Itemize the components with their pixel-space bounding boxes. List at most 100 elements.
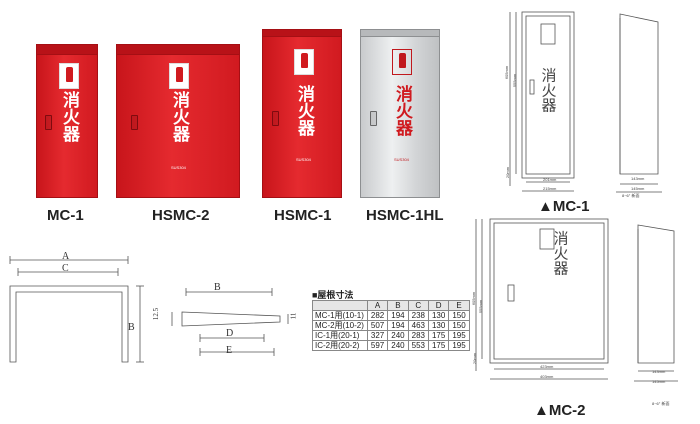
cabinet-kanji: 消火器 bbox=[393, 85, 412, 136]
mc1-side-drawing bbox=[616, 13, 662, 193]
extinguisher-icon bbox=[176, 67, 183, 82]
dim-label: 605mm bbox=[471, 291, 477, 306]
table-header: B bbox=[387, 300, 409, 311]
cabinet-kanji: 消火器 bbox=[170, 91, 189, 142]
cabinet-kanji: 消火器 bbox=[60, 91, 79, 142]
table-cell: 150 bbox=[448, 320, 470, 331]
table-row: IC-1用(20-1) 327 240 283 175 195 bbox=[312, 330, 470, 341]
material-label: SUS304 bbox=[296, 157, 311, 162]
table-header-row: A B C D E bbox=[312, 300, 470, 311]
cabinet-roof bbox=[116, 44, 240, 55]
dim-label-b: B bbox=[128, 322, 135, 333]
mc2-front-drawing: 消火器 bbox=[475, 218, 609, 380]
roof-front-diagram bbox=[9, 256, 144, 363]
dim-label: 403mm bbox=[540, 374, 554, 379]
door-handle bbox=[370, 111, 377, 126]
dim-label: 20mm bbox=[472, 352, 478, 365]
table-cell: MC-2用(10-2) bbox=[312, 320, 368, 331]
door-handle bbox=[45, 115, 52, 130]
table-cell: 553 bbox=[407, 340, 429, 351]
table-cell: 282 bbox=[366, 310, 389, 321]
cabinet-roof bbox=[262, 29, 342, 37]
door-handle bbox=[131, 115, 138, 130]
dim-label: 143mm bbox=[631, 176, 645, 181]
table-cell: 240 bbox=[387, 330, 409, 341]
model-label-mc1: MC-1 bbox=[47, 207, 84, 224]
table-cell: 194 bbox=[387, 310, 409, 321]
table-cell: 597 bbox=[366, 340, 389, 351]
dim-label: 555mm bbox=[512, 73, 518, 88]
table-cell: 327 bbox=[366, 330, 389, 341]
extinguisher-icon bbox=[66, 67, 73, 82]
dim-label: 555mm bbox=[478, 299, 484, 314]
model-label-hsmc1hl: HSMC-1HL bbox=[366, 207, 444, 224]
dim-label-b: B bbox=[214, 282, 221, 293]
extinguisher-icon bbox=[301, 53, 308, 68]
dim-label: 20mm bbox=[505, 166, 511, 179]
extinguisher-sign bbox=[169, 63, 189, 89]
material-label: SUS304 bbox=[171, 165, 186, 170]
roof-side-diagram bbox=[171, 288, 289, 356]
dim-label: 201mm bbox=[543, 177, 557, 182]
dim-label-e: E bbox=[226, 345, 233, 356]
dim-label-c: C bbox=[62, 263, 69, 274]
cabinet-roof bbox=[36, 44, 98, 55]
cabinet-hsmc2: 消火器 SUS304 bbox=[116, 44, 240, 198]
roof-table-title: ■屋根寸法 bbox=[312, 290, 354, 300]
cabinet-hsmc1hl: 消火器 SUS304 bbox=[360, 29, 440, 198]
extinguisher-sign bbox=[59, 63, 79, 89]
dim-label: 215mm bbox=[543, 186, 557, 191]
table-cell: 463 bbox=[407, 320, 429, 331]
extinguisher-sign bbox=[392, 49, 412, 75]
table-header: D bbox=[427, 300, 450, 311]
extinguisher-sign bbox=[294, 49, 314, 75]
dim-label: 145mm bbox=[652, 379, 666, 384]
dim-label-d: D bbox=[226, 328, 234, 339]
table-cell: 195 bbox=[448, 340, 470, 351]
table-cell: IC-2用(20-2) bbox=[312, 340, 368, 351]
table-header: C bbox=[407, 300, 429, 311]
table-cell: 283 bbox=[407, 330, 429, 341]
table-cell: MC-1用(10-1) bbox=[312, 310, 368, 321]
table-cell: IC-1用(20-1) bbox=[312, 330, 368, 341]
table-cell: 507 bbox=[366, 320, 389, 331]
drawing-kanji: 消火器 bbox=[540, 68, 557, 113]
table-row: IC-2用(20-2) 597 240 553 175 195 bbox=[312, 340, 470, 351]
dim-label-h2: 11 bbox=[289, 312, 298, 320]
table-cell: 238 bbox=[407, 310, 429, 321]
drawing-note: 8~6° 新面 bbox=[622, 193, 640, 198]
dim-label: 605mm bbox=[504, 65, 510, 80]
model-label-hsmc1: HSMC-1 bbox=[274, 207, 332, 224]
drawing-kanji: 消火器 bbox=[552, 231, 569, 276]
dim-label: 423mm bbox=[540, 364, 554, 369]
table-row: MC-2用(10-2) 507 194 463 130 150 bbox=[312, 320, 470, 331]
extinguisher-icon bbox=[399, 53, 406, 68]
table-cell: 195 bbox=[448, 330, 470, 341]
dim-label-h1: 12.5 bbox=[152, 307, 161, 321]
door-handle bbox=[272, 111, 279, 126]
mc2-side-drawing bbox=[634, 224, 678, 382]
table-cell: 130 bbox=[427, 310, 450, 321]
table-header: E bbox=[448, 300, 470, 311]
roof-dimension-table: A B C D E MC-1用(10-1) 282 194 238 130 15… bbox=[312, 300, 470, 351]
table-header: A bbox=[366, 300, 389, 311]
table-cell: 130 bbox=[427, 320, 450, 331]
table-row: MC-1用(10-1) 282 194 238 130 150 bbox=[312, 310, 470, 321]
dim-label: 143mm bbox=[652, 369, 666, 374]
mc1-front-drawing: 消火器 bbox=[509, 11, 575, 192]
dim-label-a: A bbox=[62, 251, 70, 262]
model-label-hsmc2: HSMC-2 bbox=[152, 207, 210, 224]
cabinet-roof bbox=[360, 29, 440, 37]
cabinet-mc1: 消火器 bbox=[36, 44, 98, 198]
table-cell: 150 bbox=[448, 310, 470, 321]
table-cell: 175 bbox=[427, 340, 450, 351]
cabinet-kanji: 消火器 bbox=[295, 85, 314, 136]
heading-mc2: ▲MC-2 bbox=[534, 402, 586, 419]
table-cell: 240 bbox=[387, 340, 409, 351]
table-cell: 194 bbox=[387, 320, 409, 331]
table-cell: 175 bbox=[427, 330, 450, 341]
drawing-note: 8~6° 新面 bbox=[652, 401, 670, 406]
cabinet-hsmc1: 消火器 SUS304 bbox=[262, 29, 342, 198]
heading-mc1: ▲MC-1 bbox=[538, 198, 590, 215]
table-header bbox=[312, 300, 368, 311]
